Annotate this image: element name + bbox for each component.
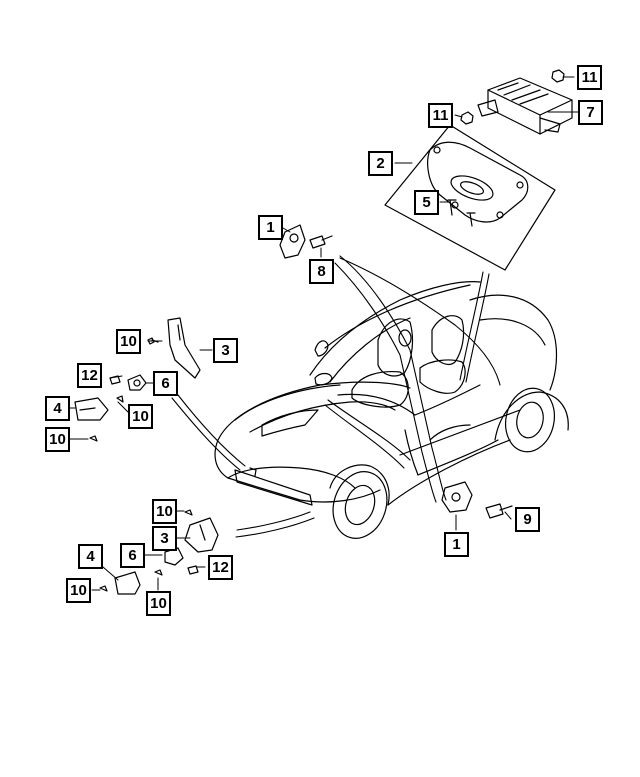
callout-7: 7 [578, 100, 603, 125]
callout-5: 5 [414, 190, 439, 215]
front-impact-sensor-beam [234, 467, 313, 506]
callout-9: 9 [515, 507, 540, 532]
callout-10: 10 [146, 591, 171, 616]
callout-12: 12 [208, 555, 233, 580]
callout-3: 3 [152, 526, 177, 551]
callout-11: 11 [428, 103, 453, 128]
callout-1: 1 [444, 532, 469, 557]
callout-11: 11 [577, 65, 602, 90]
leader-lines [69, 76, 579, 591]
callout-6: 6 [120, 543, 145, 568]
callout-4: 4 [78, 544, 103, 569]
callout-2: 2 [368, 151, 393, 176]
callout-10: 10 [116, 329, 141, 354]
callout-10: 10 [66, 578, 91, 603]
callout-4: 4 [45, 396, 70, 421]
callout-10: 10 [152, 499, 177, 524]
harness-strips [171, 255, 501, 538]
callout-1: 1 [258, 215, 283, 240]
callout-8: 8 [309, 259, 334, 284]
callout-3: 3 [213, 338, 238, 363]
car-body-illustration [214, 281, 569, 539]
module-bracket-group [384, 124, 556, 271]
small-parts [74, 69, 565, 595]
callout-10: 10 [128, 404, 153, 429]
callout-10: 10 [45, 427, 70, 452]
airbag-control-module [477, 77, 573, 135]
callout-12: 12 [77, 363, 102, 388]
callout-6: 6 [153, 371, 178, 396]
